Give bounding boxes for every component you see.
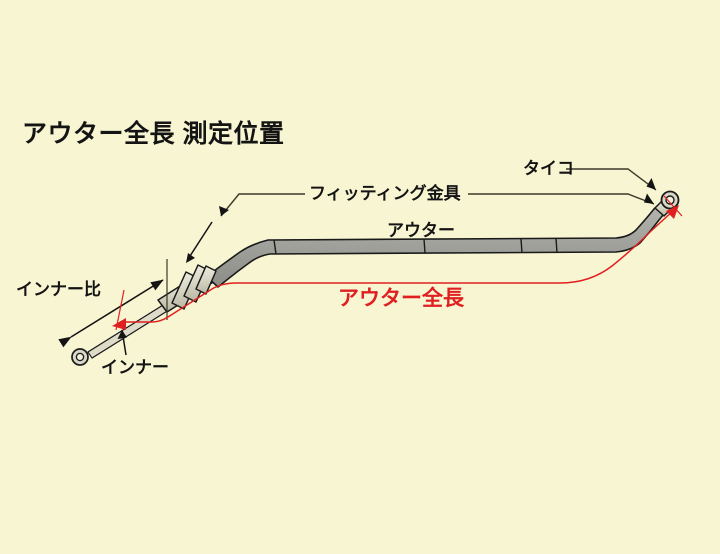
- label-inner-wire: インナー: [101, 358, 169, 377]
- label-inner-ratio: インナー比: [16, 280, 101, 299]
- arrowhead-icon: [186, 253, 195, 263]
- page-title: アウター全長 測定位置: [22, 120, 285, 148]
- label-barrel-nipple: タイコ: [523, 159, 574, 178]
- arrowhead-icon: [644, 193, 654, 204]
- fitting-hardware: [157, 264, 217, 313]
- housing-segment-joints: [273, 237, 558, 255]
- leader-line-fitting-arrow: [189, 221, 213, 257]
- label-outer-total-length: アウター全長: [338, 287, 464, 310]
- arrowhead-icon: [112, 318, 126, 330]
- dimension-outer-total-length: [112, 195, 683, 331]
- leader-arrowheads: [186, 178, 656, 263]
- arrowhead-icon: [646, 178, 656, 190]
- leader-line-taiko-second: [490, 193, 655, 205]
- leader-line-fitting-bend: [220, 193, 285, 217]
- label-outer-housing: アウター: [387, 221, 455, 240]
- dimension-line-outer-total: [120, 209, 675, 323]
- dimension-inner-ratio: [58, 259, 168, 348]
- leader-line-inner: [117, 329, 127, 356]
- arrowhead-icon: [219, 206, 229, 216]
- leader-line-taiko: [566, 168, 657, 191]
- label-fitting-hardware: フィッティング金具: [309, 184, 461, 203]
- extension-line-outer-right: [663, 195, 683, 217]
- dimension-line-inner-ratio: [58, 279, 164, 348]
- extension-line-outer-left: [115, 289, 125, 331]
- arrowhead-icon: [117, 330, 127, 339]
